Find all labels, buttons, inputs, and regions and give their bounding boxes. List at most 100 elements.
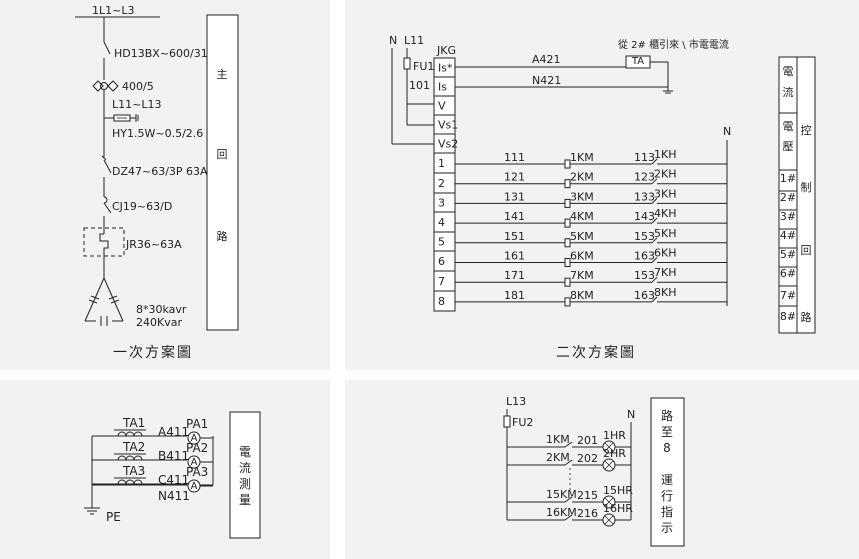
breaker-label: HD13BX~600/31 <box>114 47 208 60</box>
indicator-side-char-6: 指 <box>661 504 673 519</box>
ct-label: TA1 <box>122 416 145 430</box>
primary-side-box <box>206 14 239 331</box>
surge-arrester-symbol <box>104 114 139 122</box>
lamp-label: 16HR <box>603 502 633 515</box>
ammeter-symbol-glyph: A <box>191 481 198 492</box>
wire-label: 215 <box>577 489 598 502</box>
km-label: 15KM <box>546 488 577 501</box>
km-label: 16KM <box>546 506 577 519</box>
kh-label: 1KH <box>654 148 676 161</box>
control-table-cell: 6# <box>780 267 796 280</box>
ct-coil-symbol <box>117 455 143 461</box>
contactor-label: CJ19~63/D <box>112 200 172 213</box>
control-table-side-char: 控 <box>801 123 812 137</box>
lamp-label: 2HR <box>603 447 626 460</box>
control-table-cell: 7# <box>780 289 796 302</box>
ct-label: TA3 <box>122 464 145 478</box>
ammeter-label: PA2 <box>186 441 208 455</box>
terminal-label: V <box>438 100 446 113</box>
km-contact-symbol <box>564 496 573 503</box>
primary-side-char-1: 主 <box>217 68 228 81</box>
wire-number: 161 <box>504 250 525 263</box>
terminal-label: Is <box>438 81 447 94</box>
indicator-lamp-symbol <box>604 442 614 452</box>
source-label: 1L1~L3 <box>92 4 134 17</box>
a421-label: A421 <box>532 53 561 66</box>
ct-ratio-label: 400/5 <box>122 80 154 93</box>
wire-101-label: 101 <box>409 79 430 92</box>
km-label: 6KM <box>570 250 594 263</box>
km-contact-symbol <box>564 514 573 521</box>
ct-label: TA2 <box>122 440 145 454</box>
terminal-label: 4 <box>438 216 445 229</box>
measurement-side-box <box>229 411 261 539</box>
terminal-label: 5 <box>438 236 445 249</box>
control-table-cell: 8# <box>780 310 796 323</box>
wire-label: B411 <box>158 449 189 463</box>
control-table-cell: 流 <box>783 85 794 99</box>
indicator-side-box <box>650 397 685 547</box>
kh-label: 2KH <box>654 168 676 181</box>
wire-label: C411 <box>158 473 189 487</box>
measurement-side-char-4: 量 <box>239 493 251 507</box>
terminal-label: Vs1 <box>438 119 458 132</box>
wire-number: 141 <box>504 210 525 223</box>
kh-contact-symbol <box>651 158 658 165</box>
panel-current-measurement <box>0 380 330 559</box>
wire-number: 121 <box>504 171 525 184</box>
control-table-cell: 1# <box>780 172 796 185</box>
km-label: 7KM <box>570 269 594 282</box>
kh-label: 8KH <box>654 286 676 299</box>
measurement-side-char-3: 測 <box>239 477 251 491</box>
primary-side-char-3: 路 <box>217 230 228 243</box>
ammeter-label: PA1 <box>186 417 208 431</box>
control-table-side-char: 制 <box>801 181 812 194</box>
ct-box-label: TA <box>631 56 644 67</box>
ct-coil-symbol <box>117 431 143 437</box>
km-label: 1KM <box>570 151 594 164</box>
wire-number: 143 <box>634 210 655 223</box>
fu1-label: FU1 <box>413 60 434 73</box>
measurement-side-char-1: 電 <box>239 445 251 459</box>
wire-number: 153 <box>634 269 655 282</box>
kh-label: 7KH <box>654 266 676 279</box>
indicator-side-char-7: 示 <box>661 521 673 535</box>
jkg-label: JKG <box>436 44 456 57</box>
indicator-side-char-2: 至 <box>661 425 673 439</box>
wire-number: 151 <box>504 230 525 243</box>
panel-primary-scheme <box>0 0 330 370</box>
control-table-side-char: 路 <box>801 311 812 324</box>
n-label: N <box>389 34 397 47</box>
control-table-cell: 電 <box>783 65 794 78</box>
current-transformer-symbol <box>92 80 119 92</box>
ammeter-label: PA3 <box>186 465 208 479</box>
secondary-caption: 二次方案圖 <box>556 344 636 361</box>
wire-number: 111 <box>504 151 525 164</box>
indicator-side-char-3: 8 <box>663 441 671 455</box>
indicator-side-char-5: 行 <box>661 489 673 503</box>
control-table-side-char: 回 <box>801 244 812 257</box>
n411-label: N411 <box>158 489 190 503</box>
indicator-lamp-symbol <box>604 460 614 470</box>
km-contact-symbol <box>564 459 573 466</box>
kh-contact-symbol <box>651 276 658 283</box>
terminal-label: Is* <box>438 62 453 75</box>
panel-secondary-scheme <box>345 0 859 370</box>
primary-caption: 一次方案圖 <box>113 344 193 361</box>
kh-label: 5KH <box>654 227 676 240</box>
control-table-cell: 2# <box>780 191 796 204</box>
pe-label: PE <box>106 510 121 524</box>
control-table-cell: 5# <box>780 248 796 261</box>
wire-label: A411 <box>158 425 189 439</box>
kh-label: 6KH <box>654 247 676 260</box>
km-label: 4KM <box>570 210 594 223</box>
capacitor-bank-symbol <box>84 277 124 326</box>
km-label: 1KM <box>546 433 570 446</box>
l11-label: L11 <box>404 34 424 47</box>
wire-label: 201 <box>577 434 598 447</box>
